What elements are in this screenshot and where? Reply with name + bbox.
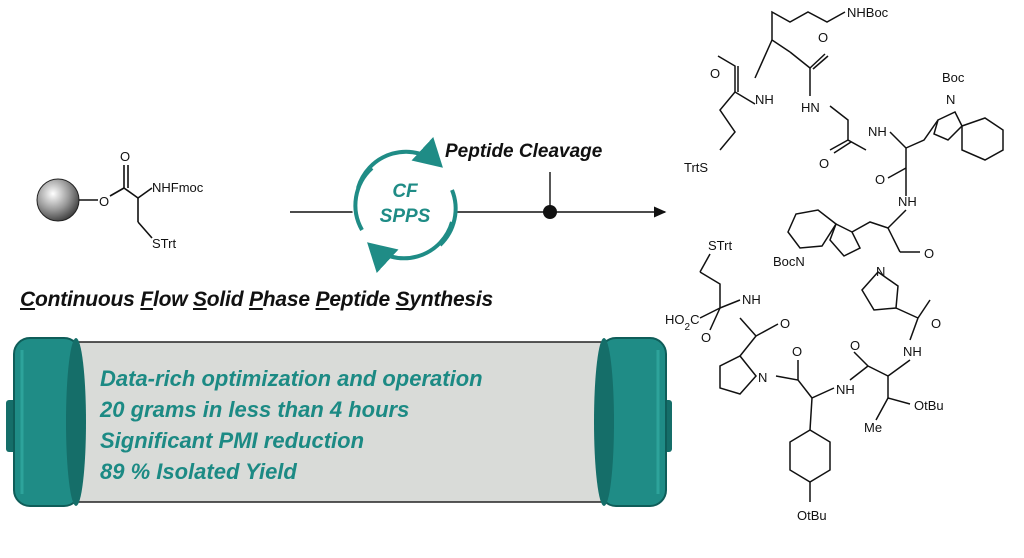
title-word-phase: Phase [248,288,310,311]
nhfmoc-label: NHFmoc [152,180,204,195]
trts-label: TrtS [684,160,708,175]
carbonyl-o-10: O [701,330,711,345]
n-label-pro1: N [876,264,885,279]
nh-label-2: NH [868,124,887,139]
carbonyl-oxygen-label: O [120,149,130,164]
linker-oxygen-label: O [99,194,109,209]
carbonyl-o-4: O [875,172,885,187]
carbonyl-o-3: O [819,156,829,171]
nh-label-1: NH [755,92,774,107]
carbonyl-o-8: O [792,344,802,359]
strt-label: STrt [152,236,176,251]
process-title: Continuous Flow Solid Phase Peptide Synt… [20,288,493,312]
cf-spps-cycle: CF SPPS [352,136,458,274]
carbonyl-o-2: O [818,30,828,45]
boc-top-label: Boc [942,70,965,85]
process-arrow [290,172,667,219]
title-word-solid: Solid [192,288,244,311]
nh-label-6: NH [742,292,761,307]
title-word-flow: Flow [140,288,188,311]
ho2c-label: HO2C [665,312,699,333]
otbu-label-2: OtBu [797,508,827,523]
result-item: 20 grams in less than 4 hours [100,397,410,422]
result-item: Data-rich optimization and operation [100,366,483,391]
cleavage-point-icon [543,205,557,219]
carbonyl-o-6: O [931,316,941,331]
title-word-synthesis: Synthesis [395,288,494,311]
result-item: Significant PMI reduction [100,428,365,453]
resin-cysteine-structure: O O NHFmoc STrt [36,149,204,251]
nh-label-4: NH [903,344,922,359]
results-list: Data-rich optimization and operation 20 … [100,363,483,487]
cf-label: CF [392,181,419,202]
me-label: Me [864,420,882,435]
bocn-label: BocN [773,254,805,269]
nhboc-label: NHBoc [847,5,889,20]
title-word-continuous: Continuous [20,288,135,311]
title-word-peptide: Peptide [315,288,391,311]
nh-label-3: NH [898,194,917,209]
carbonyl-o-9: O [780,316,790,331]
product-peptide-structure: NHBoc TrtS O NH O HN O NH Boc N O NH Boc… [665,5,1004,523]
peptide-cleavage-label: Peptide Cleavage [445,141,603,162]
carbonyl-o-5: O [924,246,934,261]
result-item: 89 % Isolated Yield [100,459,297,484]
flow-reactor-tube [6,337,672,507]
hn-label-1: HN [801,100,820,115]
n-label-pro2: N [758,370,767,385]
otbu-label-1: OtBu [914,398,944,413]
carbonyl-o-1: O [710,66,720,81]
carbonyl-o-7: O [850,338,860,353]
strt-product-label: STrt [708,238,732,253]
resin-bead-icon [36,178,80,222]
nh-label-5: NH [836,382,855,397]
spps-label: SPPS [380,206,431,227]
n-top-label: N [946,92,955,107]
